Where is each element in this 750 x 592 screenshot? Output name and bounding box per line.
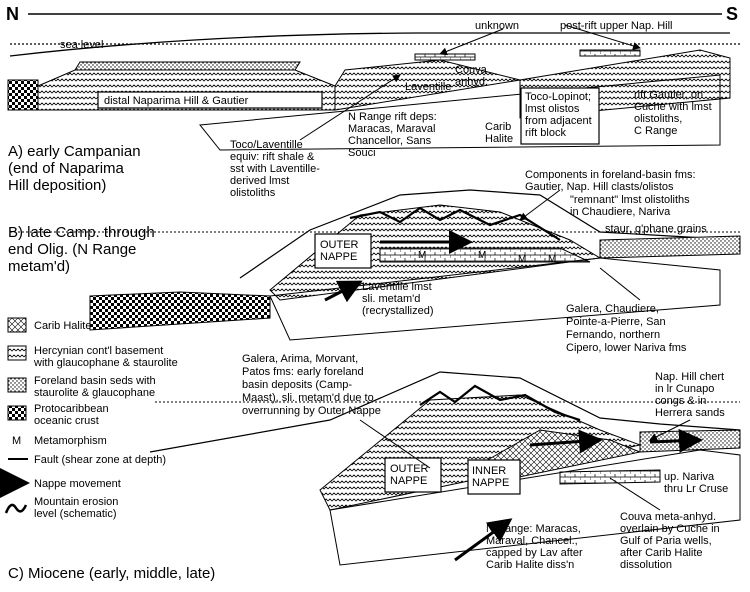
couva-meta-pointer xyxy=(609,477,661,511)
panel-b-erosion-level xyxy=(349,206,561,241)
panel-a-section: distal Naparima Hill & Gautier Laventill… xyxy=(7,24,731,199)
galera-pointer xyxy=(599,267,641,301)
unknown-pointer xyxy=(439,28,504,56)
legend-label-metamorphism: Metamorphism xyxy=(34,435,107,447)
legend-swatch-hercynian xyxy=(7,345,27,361)
legend-swatch-erosion xyxy=(4,503,28,514)
panel-c-title: C) Miocene (early, middle, late) xyxy=(8,565,215,582)
north-label: N xyxy=(6,4,19,24)
staur-label: staur, g'phane grains xyxy=(605,223,707,235)
panel-b-laventille-bed xyxy=(379,247,591,263)
distal-label-box xyxy=(97,91,323,109)
nappe-arrow-c1 xyxy=(529,429,603,454)
panel-a-cover xyxy=(74,61,301,71)
legend-swatch-foreland xyxy=(7,377,27,393)
panel-a-carbonate-bed xyxy=(414,53,476,61)
legend-symbol-metamorphism: M xyxy=(12,435,21,447)
metam-mark-b3: M xyxy=(518,254,526,265)
galera-arima-label: Galera, Arima, Morvant,Patos fms: early … xyxy=(242,353,381,417)
sea-level-line xyxy=(9,32,730,57)
panel-a-carbonate-bed-2 xyxy=(579,49,641,57)
laventille-label: Laventille xyxy=(405,81,451,93)
panel-a-rift-block xyxy=(334,59,521,111)
legend-swatch-protocaribbean xyxy=(7,405,27,421)
unknown-label: unknown xyxy=(475,20,519,32)
outer-nappe-box-b xyxy=(314,233,372,269)
panel-c-couva-bed xyxy=(559,469,661,485)
panel-a-oceanic-crust xyxy=(7,79,39,111)
nappe-arrow-b2 xyxy=(324,280,363,303)
panel-b-oceanic-crust xyxy=(89,291,271,331)
legend-swatch-carib-halite xyxy=(7,317,27,333)
metam-mark-b2: M xyxy=(478,250,486,261)
toco-lopinot-box xyxy=(520,87,600,145)
legend-label-carib-halite: Carib Halite xyxy=(34,320,91,332)
post-rift-pointer xyxy=(564,24,641,50)
components-label: Components in foreland-basin fms:Gautier… xyxy=(525,169,696,193)
inner-nappe-box xyxy=(467,459,521,495)
nap-hill-chert-pointer xyxy=(649,419,691,441)
distal-label: distal Naparima Hill & Gautier xyxy=(104,95,249,107)
panel-c-fault-block xyxy=(329,449,741,566)
south-label: S xyxy=(726,4,738,24)
legend-label-nappe-movement: Nappe movement xyxy=(34,478,121,490)
legend-label-fault: Fault (shear zone at depth) xyxy=(34,454,166,466)
components-pointer xyxy=(519,189,561,221)
n-range-label-c: N Range: Maracas,Maraval, Chancel.,cappe… xyxy=(486,523,583,571)
toco-laventille-pointer xyxy=(299,74,401,141)
nappe-arrow-c3 xyxy=(454,518,513,562)
post-rift-label: post-rift upper Nap. Hill xyxy=(560,20,673,32)
panel-b-surface xyxy=(239,189,741,279)
outer-nappe-box-c xyxy=(384,457,442,493)
sea-level-label: sea level xyxy=(60,39,103,51)
metam-mark-b1: M xyxy=(418,250,426,261)
nappe-arrow-c2 xyxy=(649,428,703,453)
metam-mark-b4: M xyxy=(548,254,556,265)
panel-c-erosion-level xyxy=(419,384,581,422)
galera-arima-pointer xyxy=(359,419,431,469)
panel-b-fault-block xyxy=(269,257,721,341)
panel-c-surface xyxy=(149,371,741,453)
panel-b-foreland-basin xyxy=(599,235,741,259)
